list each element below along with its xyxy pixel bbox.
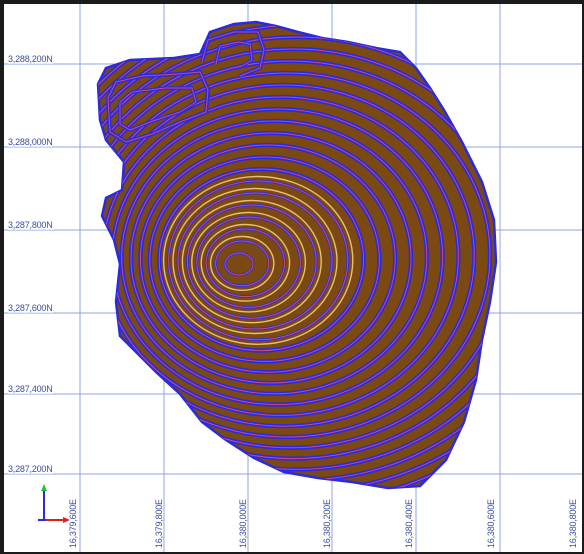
north-lobe-benches [106, 30, 266, 144]
bench-crest-line [98, 72, 491, 438]
northing-label: 3,287,600N [8, 303, 53, 313]
ramp-edge-line [200, 223, 291, 302]
northing-label: 3,287,200N [8, 464, 53, 474]
bench-crest-line [205, 228, 286, 298]
northing-label: 3,287,800N [8, 220, 53, 230]
easting-label: 16,380,800E [568, 499, 578, 548]
bench-crest-line [130, 132, 412, 384]
northing-label: 3,287,400N [8, 384, 53, 394]
bench-crest-line [98, 84, 475, 427]
ramp-edge-line [209, 235, 275, 291]
bench-crest-line [215, 240, 270, 287]
bench-crest-line [196, 216, 301, 308]
easting-label: 16,380,400E [404, 499, 414, 548]
ramp-edge-line [191, 211, 307, 313]
easting-label: 16,379,800E [154, 499, 164, 548]
x-axis-arrow-icon [63, 517, 70, 523]
bench-crest-line [149, 156, 380, 362]
bench-crest-line [224, 252, 254, 276]
easting-label: 16,380,000E [238, 499, 248, 548]
bench-crest-line [168, 180, 349, 341]
bench-crest-line [98, 48, 496, 460]
northing-label: 3,288,000N [8, 137, 53, 147]
easting-label: 16,380,600E [486, 499, 496, 548]
bench-crest-line [98, 36, 496, 470]
axis-triad-icon [38, 484, 70, 523]
ramp-edge-line [162, 175, 354, 346]
y-axis-arrow-icon [41, 484, 47, 491]
bench-crest-line [158, 168, 365, 352]
easting-label: 16,380,200E [322, 499, 332, 548]
bench-crest-line [186, 204, 317, 319]
bench-crest-line [98, 60, 496, 449]
northing-label: 3,288,200N [8, 54, 53, 64]
bench-crest-line [139, 144, 396, 373]
bench-crest-line [177, 192, 333, 330]
ramp-edge-line [172, 187, 338, 335]
bench-crest-line [121, 120, 428, 395]
ramp-edge-line [181, 199, 322, 324]
